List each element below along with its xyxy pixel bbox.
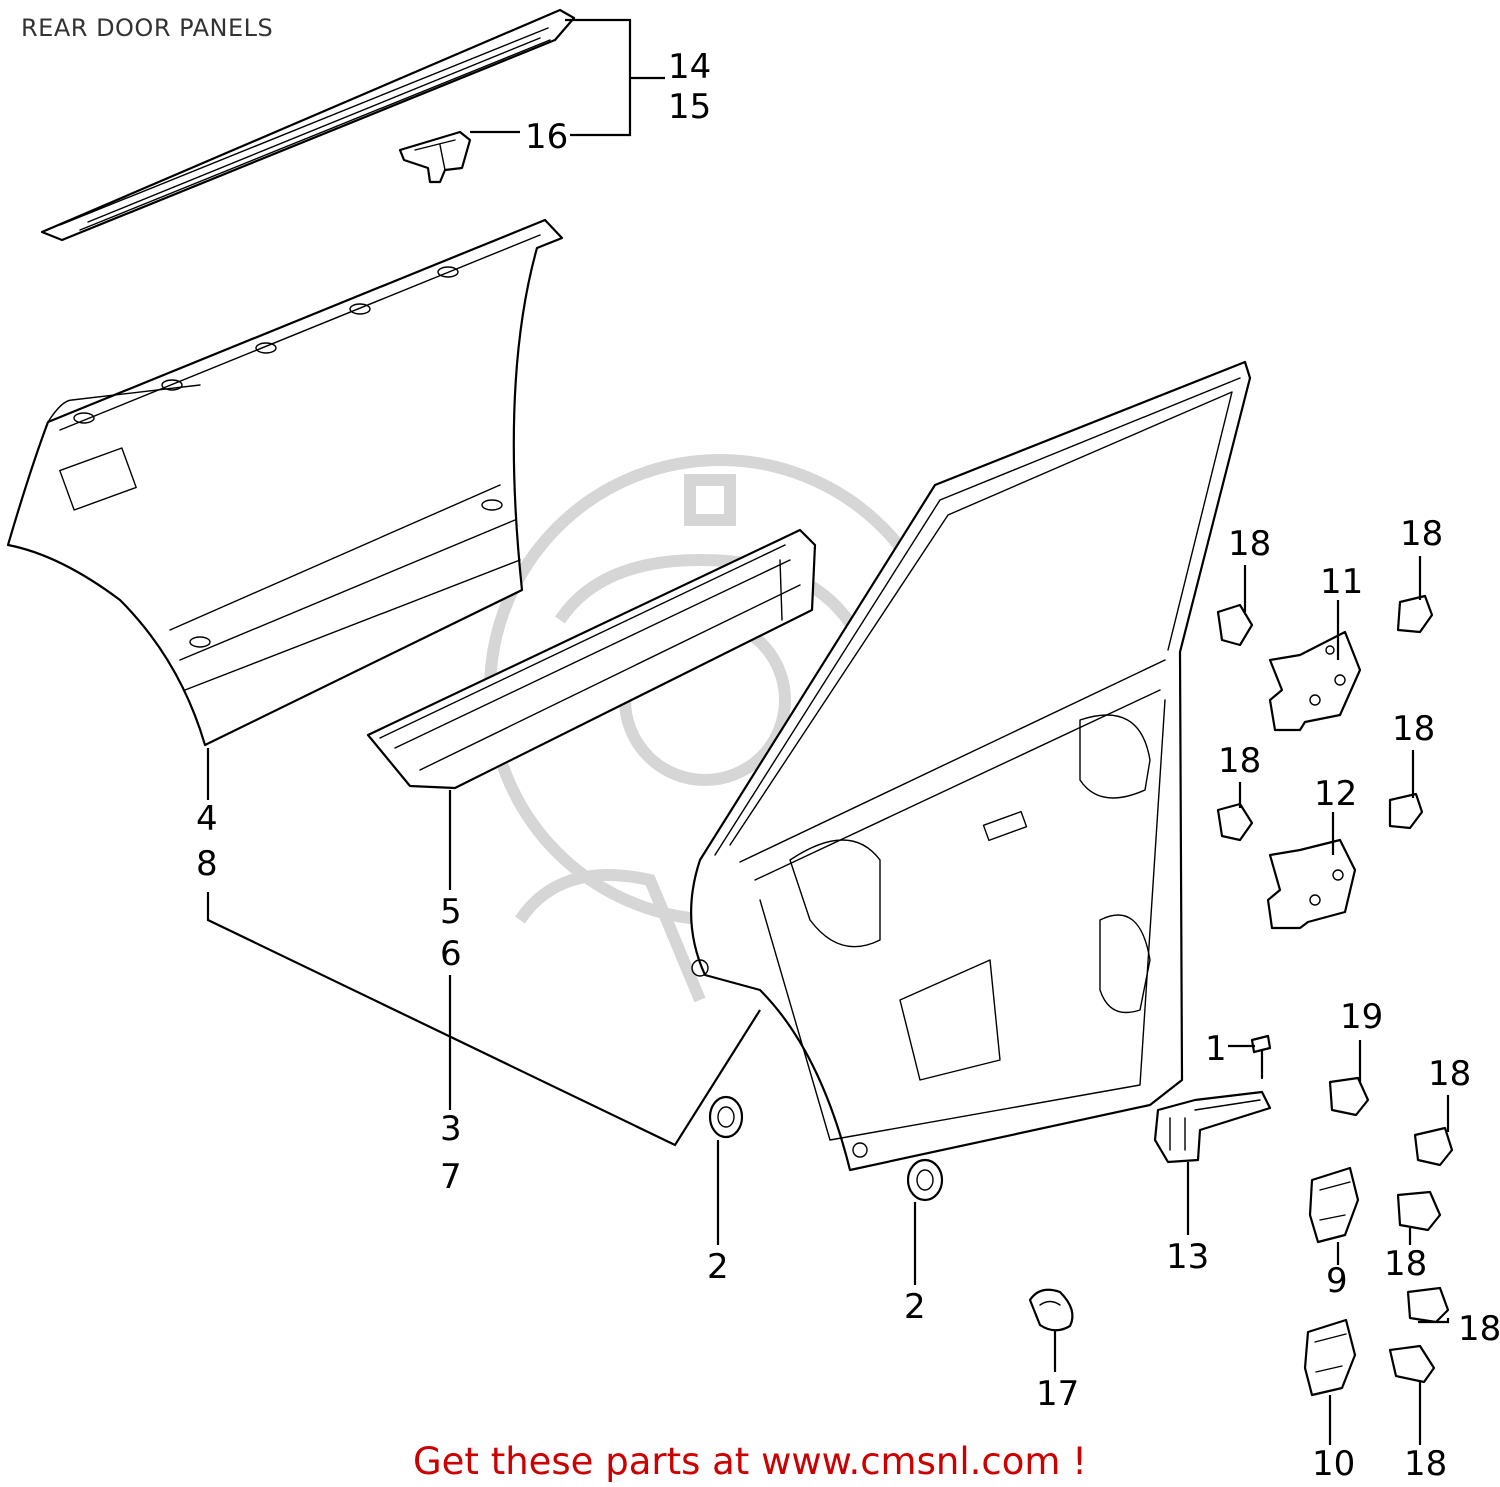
callout-6: 6 bbox=[440, 934, 462, 974]
footer-link[interactable]: Get these parts at www.cmsnl.com ! bbox=[412, 1440, 1087, 1483]
plug-part bbox=[708, 1095, 944, 1202]
callout-18f: 18 bbox=[1384, 1244, 1427, 1284]
callout-13: 13 bbox=[1166, 1237, 1209, 1277]
callout-19: 19 bbox=[1340, 997, 1383, 1037]
callout-18h: 18 bbox=[1404, 1444, 1447, 1484]
callout-18g: 18 bbox=[1458, 1309, 1500, 1349]
callout-labels: 14 15 16 4 8 5 6 3 7 2 2 17 13 1 18 18 1… bbox=[196, 47, 1500, 1484]
callout-14: 14 bbox=[668, 47, 711, 87]
callout-18d: 18 bbox=[1218, 741, 1261, 781]
lower-hinge-part bbox=[1266, 838, 1357, 930]
callout-5: 5 bbox=[440, 892, 462, 932]
callout-18b: 18 bbox=[1400, 514, 1443, 554]
callout-8: 8 bbox=[196, 844, 218, 884]
window-sash-part bbox=[40, 8, 576, 242]
latch-part-9 bbox=[1308, 1166, 1360, 1244]
callout-9: 9 bbox=[1326, 1261, 1348, 1301]
leader-lines bbox=[206, 18, 1450, 1445]
door-frame-part bbox=[690, 360, 1252, 1172]
callout-15: 15 bbox=[668, 87, 711, 127]
callout-12: 12 bbox=[1314, 774, 1357, 814]
callout-18e: 18 bbox=[1428, 1054, 1471, 1094]
clip-part bbox=[398, 130, 472, 184]
latch-part-10 bbox=[1303, 1318, 1357, 1397]
callout-10: 10 bbox=[1312, 1444, 1355, 1484]
callout-7: 7 bbox=[440, 1157, 462, 1197]
page-title: REAR DOOR PANELS bbox=[21, 14, 274, 42]
hinge-bolts-part bbox=[1216, 594, 1454, 1384]
callout-18c: 18 bbox=[1392, 709, 1435, 749]
outer-door-skin-part bbox=[6, 218, 564, 747]
bolt-part bbox=[1250, 1034, 1272, 1080]
cap-part bbox=[1028, 1288, 1074, 1332]
callout-2a: 2 bbox=[707, 1247, 729, 1287]
callout-11: 11 bbox=[1320, 562, 1363, 602]
callout-1: 1 bbox=[1205, 1029, 1227, 1069]
callout-3: 3 bbox=[440, 1109, 462, 1149]
upper-hinge-part bbox=[1268, 630, 1362, 732]
callout-18a: 18 bbox=[1228, 524, 1271, 564]
door-checker-part bbox=[1153, 1090, 1272, 1164]
callout-16: 16 bbox=[525, 117, 568, 157]
callout-4: 4 bbox=[196, 799, 218, 839]
callout-2b: 2 bbox=[904, 1287, 926, 1327]
callout-17: 17 bbox=[1036, 1374, 1079, 1414]
side-molding-part bbox=[366, 528, 817, 790]
